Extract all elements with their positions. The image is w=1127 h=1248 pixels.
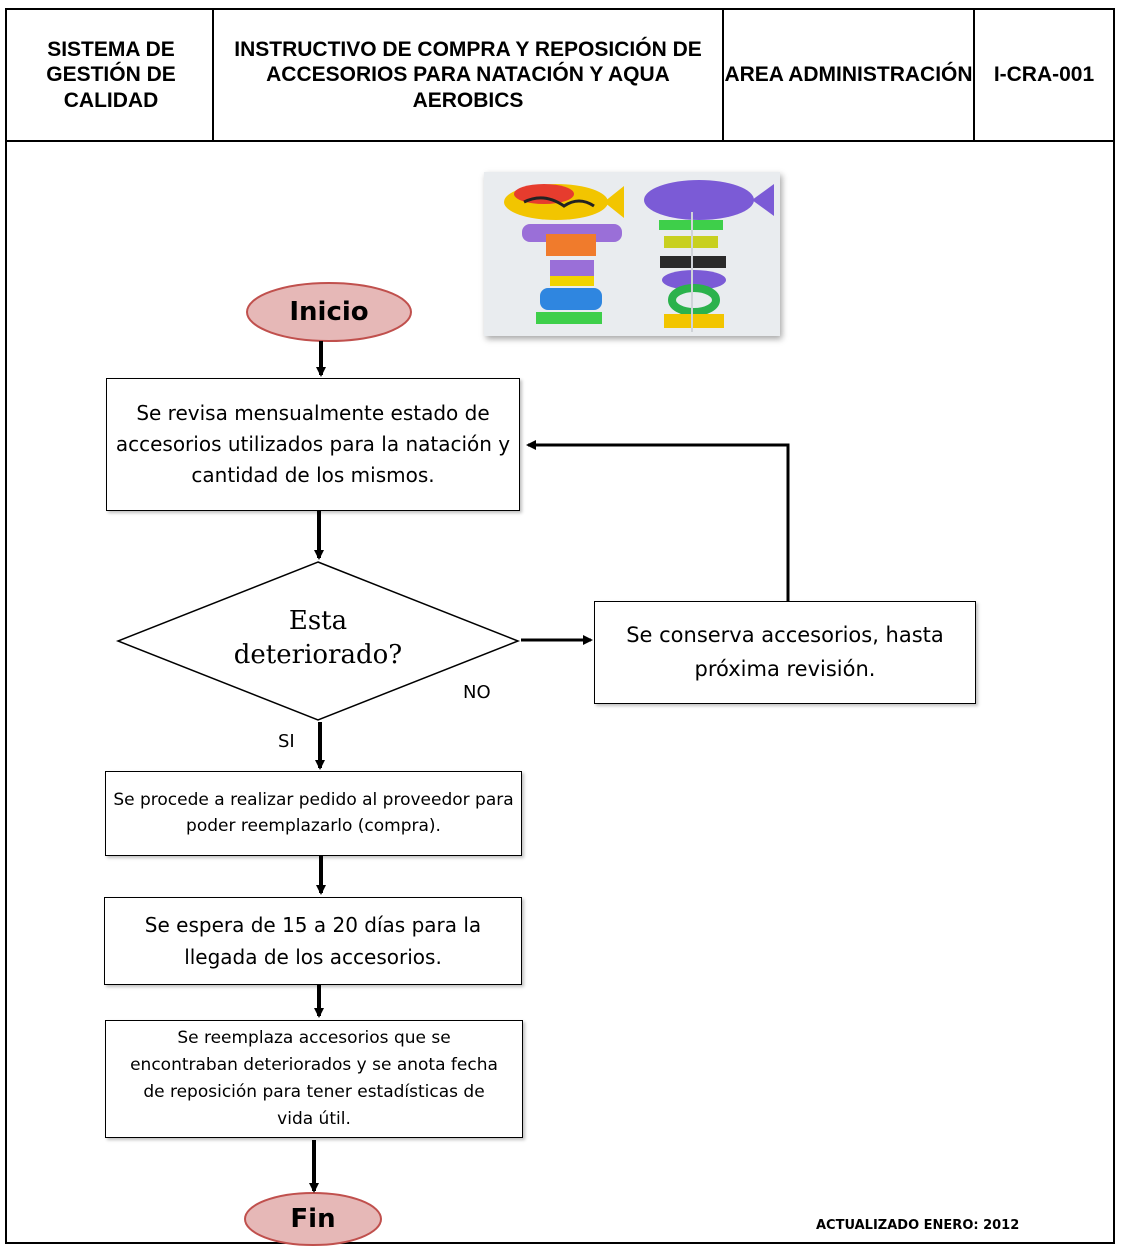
- header-title: INSTRUCTIVO DE COMPRA Y REPOSICIÓN DE AC…: [234, 38, 702, 112]
- header-code: I-CRA-001: [993, 63, 1095, 87]
- end-oval: [244, 1192, 382, 1246]
- arrow-loop-back: [526, 440, 790, 603]
- start-label: Inicio: [289, 297, 369, 327]
- header-col-divider-3: [973, 8, 975, 142]
- decision-label: Esta deteriorado?: [233, 606, 403, 670]
- document-frame: [5, 8, 1115, 1244]
- header-col-divider-1: [212, 8, 214, 142]
- step-order-box: Se procede a realizar pedido al proveedo…: [105, 771, 522, 856]
- keep-accessories-box: Se conserva accesorios, hasta próxima re…: [594, 601, 976, 704]
- end-label: Fin: [290, 1204, 336, 1234]
- header-divider: [5, 140, 1115, 142]
- updated-note: ACTUALIZADO ENERO: 2012: [816, 1218, 1020, 1233]
- header-area: AREA ADMINISTRACIÓN: [724, 63, 973, 87]
- accessories-illustration: [484, 172, 780, 336]
- step-review-box: Se revisa mensualmente estado de accesor…: [106, 378, 520, 511]
- header-col-divider-2: [722, 8, 724, 142]
- step-replace-box: Se reemplaza accesorios que se encontrab…: [105, 1020, 523, 1138]
- header-system: SISTEMA DE GESTIÓN DE CALIDAD: [46, 38, 176, 112]
- yes-label: SI: [278, 731, 295, 752]
- step-wait-box: Se espera de 15 a 20 días para la llegad…: [104, 897, 522, 985]
- start-oval: [246, 282, 412, 342]
- no-label: NO: [463, 682, 491, 703]
- accessories-photo: [484, 172, 780, 336]
- decision-diamond: [115, 561, 521, 721]
